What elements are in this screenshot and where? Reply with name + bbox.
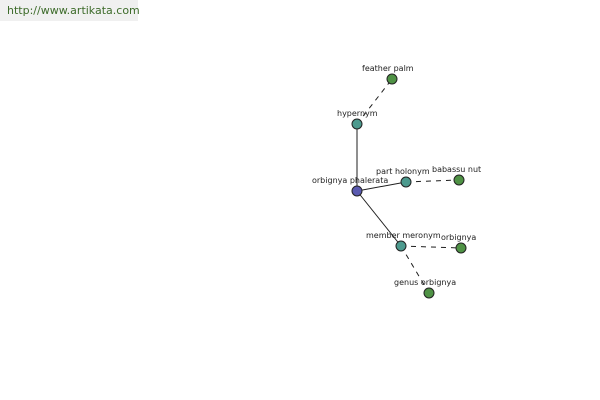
edge-part-holonym-babassu-nut [405, 179, 460, 183]
node-relation-part-holonym[interactable] [400, 176, 412, 188]
edge-center-part-holonym [356, 181, 407, 192]
label-feather-palm[interactable]: feather palm [362, 64, 414, 73]
node-word-orbignya[interactable] [455, 242, 467, 254]
node-relation-member-meronym[interactable] [395, 240, 407, 252]
nodes [351, 73, 467, 299]
label-genus-orbignya[interactable]: genus orbignya [394, 278, 456, 287]
site-url[interactable]: http://www.artikata.com [7, 4, 140, 17]
node-word-feather-palm[interactable] [386, 73, 398, 85]
label-center[interactable]: orbignya phalerata [312, 176, 388, 185]
edge-member-meronym-orbignya [400, 245, 462, 249]
labels: orbignya phalerata hypernym part holonym… [312, 64, 481, 287]
edge-center-member-meronym [356, 190, 402, 247]
edges [356, 78, 462, 294]
label-part-holonym[interactable]: part holonym [376, 167, 430, 176]
label-member-meronym[interactable]: member meronym [366, 231, 441, 240]
node-word-genus-orbignya[interactable] [423, 287, 435, 299]
label-babassu-nut[interactable]: babassu nut [432, 165, 481, 174]
label-orbignya[interactable]: orbignya [441, 233, 476, 242]
node-center[interactable] [351, 185, 363, 197]
url-bar: http://www.artikata.com [0, 0, 140, 21]
node-relation-hypernym[interactable] [351, 118, 363, 130]
label-hypernym[interactable]: hypernym [337, 109, 378, 118]
node-word-babassu-nut[interactable] [453, 174, 465, 186]
